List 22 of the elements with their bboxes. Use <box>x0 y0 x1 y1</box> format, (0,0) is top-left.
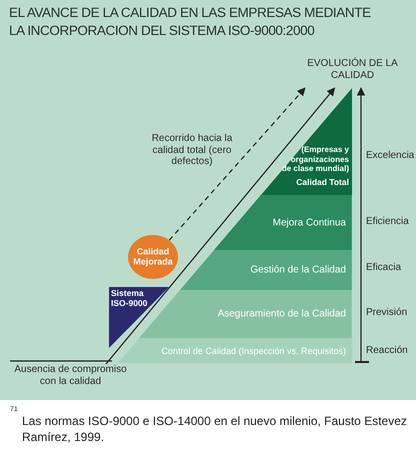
annotation-text: Recorrido hacia la calidad total (cero defectos) <box>150 133 234 168</box>
band-label: Calidad Total <box>295 176 349 187</box>
title: EL AVANCE DE LA CALIDAD EN LAS EMPRESAS MEDIANTE LA INCORPORACION DEL SISTEMA ISO-9000:2000 <box>9 4 372 40</box>
arrow <box>356 87 366 361</box>
scale-label: Eficacia <box>366 262 402 274</box>
tick-bar <box>355 361 369 363</box>
citation-text: Las normas ISO-9000 e ISO-14000 en el nuevo milenio, Fausto Estevez Ramírez, 1999. <box>22 413 407 446</box>
scale-label: Reacción <box>366 345 409 356</box>
band-label: Mejora Continua <box>272 217 346 228</box>
node-label: Calidad Mejorada <box>132 246 174 268</box>
scale-label: Excelencia <box>366 150 416 162</box>
band-label: Control de Calidad (Inspección vs. Requisitos) <box>161 346 346 356</box>
scale-label: Eficiencia <box>366 216 410 228</box>
band-note: (Empresas y organizaciones de clase mundial) <box>280 145 349 174</box>
band-label: Aseguramiento de la Calidad <box>218 308 346 320</box>
axis-title: EVOLUCIÓN DE LA CALIDAD <box>306 58 399 81</box>
band-label: Gestión de la Calidad <box>250 264 346 276</box>
scale-label: Previsión <box>366 307 408 318</box>
annotation-text: Ausencia de compromiso con la calidad <box>13 364 128 387</box>
arrow <box>168 87 306 241</box>
node-label: Sistema ISO-9000 <box>111 289 148 309</box>
arrow <box>106 87 336 364</box>
